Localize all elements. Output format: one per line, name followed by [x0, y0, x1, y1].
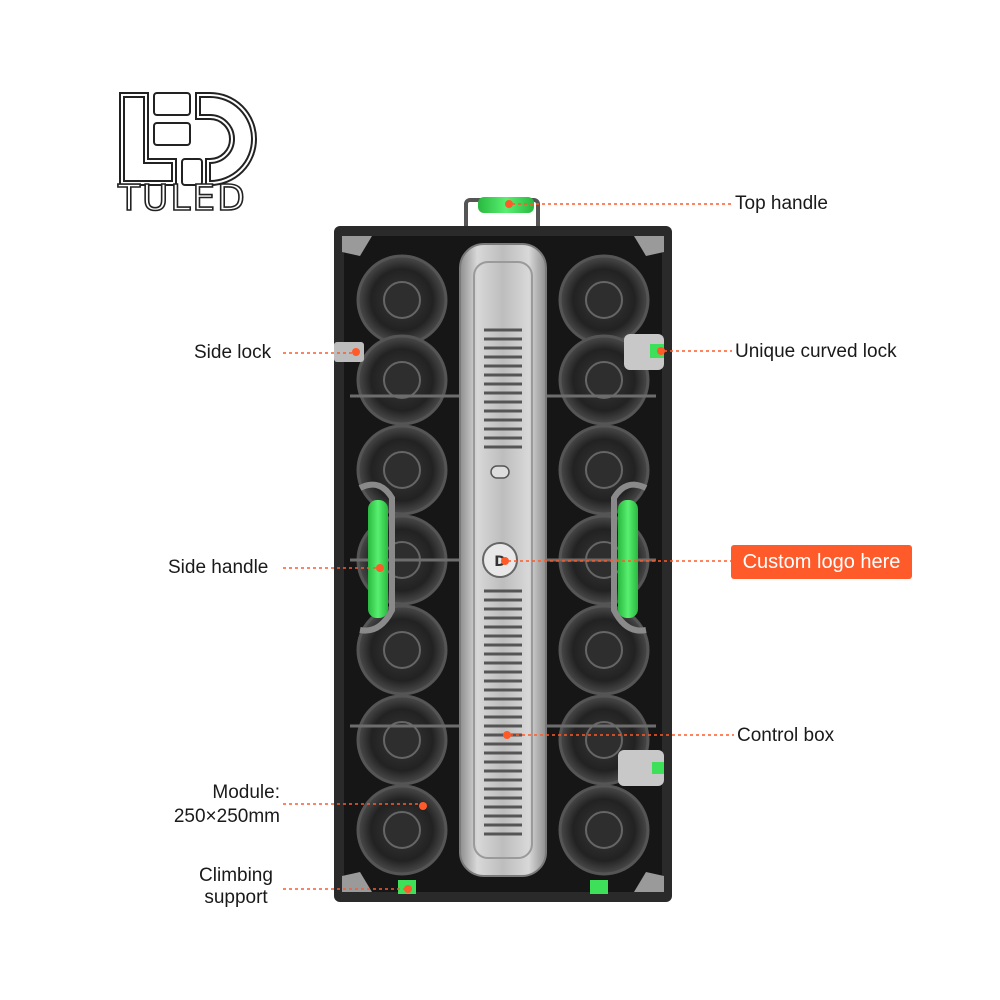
tuled-logo	[119, 92, 257, 186]
control-box-label: Control box	[737, 725, 835, 746]
side-lock-label: Side lock	[194, 342, 272, 363]
top-handle-label: Top handle	[735, 193, 828, 214]
side-lock	[334, 342, 364, 362]
svg-text:D: D	[494, 554, 506, 570]
climbing-label-line2: support	[204, 887, 268, 908]
custom-logo-badge: Custom logo here	[731, 545, 912, 579]
climbing-label-line1: Climbing	[199, 865, 273, 886]
brand-name: TULED	[117, 177, 247, 220]
module-label-line2: 250×250mm	[173, 806, 280, 827]
side-handle-right	[611, 481, 648, 634]
module-label-line1: Module:	[212, 782, 280, 803]
curved-lock	[618, 334, 664, 786]
side-handle-left	[358, 481, 395, 634]
curved-lock-label: Unique curved lock	[735, 341, 897, 362]
side-handle-label: Side handle	[168, 557, 269, 578]
